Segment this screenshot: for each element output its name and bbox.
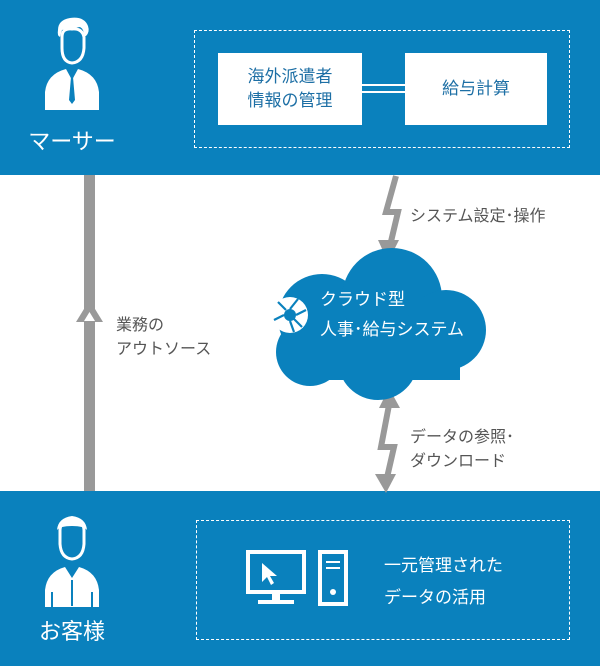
aperture-logo-icon bbox=[272, 297, 308, 333]
payroll-box: 給与計算 bbox=[405, 53, 547, 125]
outsource-label: 業務の アウトソース bbox=[116, 315, 212, 358]
mercer-services-frame bbox=[194, 30, 570, 148]
system-setup-label: システム設定･操作 bbox=[410, 206, 546, 225]
data-access-label: データの参照･ ダウンロード bbox=[410, 427, 515, 470]
cloud-shape bbox=[276, 248, 486, 400]
box-connector bbox=[362, 84, 405, 93]
desktop-computer-icon bbox=[246, 550, 348, 606]
cloud-system-label: クラウド型 人事･給与システム bbox=[320, 290, 464, 340]
data-usage-label: 一元管理された データの活用 bbox=[384, 556, 503, 608]
customer-usage-frame bbox=[196, 520, 570, 640]
person-icon bbox=[45, 516, 99, 607]
bottom-lightning-arrow bbox=[375, 388, 400, 493]
expat-info-management-box: 海外派遣者 情報の管理 bbox=[218, 53, 362, 125]
businessman-icon bbox=[45, 17, 99, 110]
mercer-label: マーサー bbox=[28, 130, 116, 155]
customer-label: お客様 bbox=[38, 620, 105, 645]
outsource-arrow bbox=[76, 175, 103, 491]
